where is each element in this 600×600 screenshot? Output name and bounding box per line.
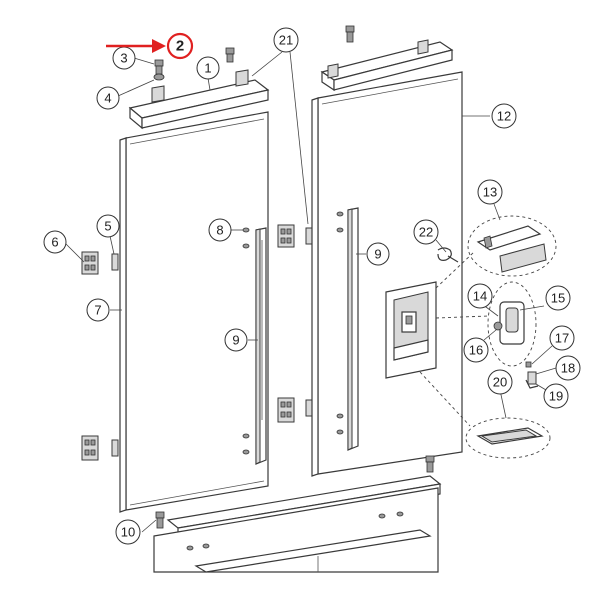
left-door-hinge-bracket-bottom: [81, 435, 99, 461]
svg-text:12: 12: [497, 109, 511, 124]
svg-text:1: 1: [204, 61, 211, 76]
callout-16: 16: [463, 337, 489, 363]
callout-5: 5: [96, 214, 120, 238]
callout-17: 17: [549, 325, 575, 351]
svg-text:18: 18: [561, 361, 575, 376]
hinge-screw-right: [225, 47, 235, 63]
callout-9-right: 9: [366, 242, 390, 266]
left-door-stop-top: [111, 253, 119, 271]
svg-text:3: 3: [120, 51, 127, 66]
svg-text:19: 19: [549, 389, 563, 404]
drip-tray-detail: [465, 417, 551, 459]
handle-screws-left: [242, 227, 250, 455]
left-door-panel: [119, 111, 269, 513]
callout-2-highlighted: 2: [166, 32, 194, 60]
svg-text:15: 15: [551, 291, 565, 306]
svg-text:9: 9: [374, 247, 381, 262]
left-door-stop-bottom: [111, 439, 119, 457]
right-door-handle: [347, 207, 359, 451]
dispenser-small-parts: [525, 361, 539, 389]
svg-text:7: 7: [94, 303, 101, 318]
svg-text:17: 17: [555, 331, 569, 346]
callout-6: 6: [43, 230, 67, 254]
freezer-drawer: [153, 475, 442, 573]
callout-15: 15: [545, 285, 571, 311]
right-door-stop-bottom: [305, 399, 313, 417]
svg-text:22: 22: [419, 225, 433, 240]
callout-22: 22: [413, 219, 439, 245]
dispenser-housing: [385, 281, 437, 379]
callout-3: 3: [112, 46, 136, 70]
callout-19: 19: [543, 383, 569, 409]
callout-12: 12: [491, 103, 517, 129]
svg-text:14: 14: [473, 289, 487, 304]
callout-10: 10: [115, 519, 141, 545]
right-top-hinge: [320, 25, 454, 92]
left-door-handle: [255, 227, 267, 465]
callout-14: 14: [467, 283, 493, 309]
svg-text:16: 16: [469, 343, 483, 358]
callout-20: 20: [487, 369, 513, 395]
svg-text:8: 8: [216, 223, 223, 238]
right-door-hinge-bracket-bottom: [277, 397, 295, 423]
callout-21: 21: [273, 27, 299, 53]
left-top-hinge: [128, 69, 270, 130]
svg-text:10: 10: [121, 525, 135, 540]
svg-text:6: 6: [51, 235, 58, 250]
dispenser-paddle-detail: [487, 281, 537, 367]
leader-lines: [63, 51, 557, 533]
callout-18: 18: [555, 355, 581, 381]
hinge-screw-left: [153, 59, 165, 81]
callout-1: 1: [196, 56, 220, 80]
callout-9-left: 9: [224, 328, 248, 352]
svg-text:13: 13: [483, 185, 497, 200]
left-door-hinge-bracket-top: [81, 251, 99, 275]
svg-text:5: 5: [104, 219, 111, 234]
control-panel-detail: [467, 215, 557, 277]
callout-13: 13: [477, 179, 503, 205]
handle-screws-right: [336, 211, 344, 435]
dispenser-wire: [437, 247, 459, 263]
svg-text:4: 4: [104, 91, 111, 106]
svg-text:20: 20: [493, 375, 507, 390]
callout-8: 8: [208, 218, 232, 242]
bottom-hinge-pins: [155, 455, 435, 529]
svg-text:21: 21: [279, 33, 293, 48]
right-door-panel: [311, 71, 463, 477]
highlight-arrow: [106, 39, 166, 53]
svg-text:9: 9: [232, 333, 239, 348]
right-door-stop-top: [305, 227, 313, 245]
right-door-hinge-bracket-top: [277, 224, 295, 248]
callout-7: 7: [86, 298, 110, 322]
svg-text:2: 2: [176, 38, 184, 55]
callout-4: 4: [96, 86, 120, 110]
